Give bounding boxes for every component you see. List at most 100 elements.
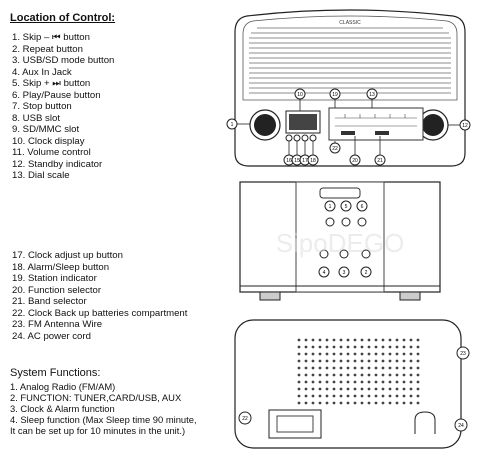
callout-front-12: 12 bbox=[462, 123, 468, 129]
speaker-hole bbox=[325, 338, 329, 342]
speaker-hole bbox=[353, 380, 357, 384]
speaker-hole bbox=[367, 352, 371, 356]
speaker-hole bbox=[318, 394, 322, 398]
callout-front-13: 13 bbox=[369, 92, 375, 98]
speaker-hole bbox=[353, 373, 357, 377]
speaker-hole bbox=[374, 345, 378, 349]
speaker-hole bbox=[367, 345, 371, 349]
speaker-holes bbox=[297, 338, 420, 405]
speaker-hole bbox=[367, 387, 371, 391]
speaker-hole bbox=[395, 359, 399, 363]
speaker-hole bbox=[346, 394, 350, 398]
control-item-11: 11. Volume control bbox=[12, 147, 91, 158]
control-item-13: 13. Dial scale bbox=[12, 170, 70, 181]
watermark: SipoDEGO bbox=[276, 228, 405, 258]
speaker-hole bbox=[297, 359, 301, 363]
controls-list-top: 1. Skip – ⏮ button 2. Repeat button 3. U… bbox=[12, 32, 114, 182]
speaker-hole bbox=[374, 380, 378, 384]
speaker-hole bbox=[339, 359, 343, 363]
speaker-hole bbox=[325, 345, 329, 349]
speaker-hole bbox=[346, 373, 350, 377]
speaker-hole bbox=[346, 352, 350, 356]
system-functions-list: 1. Analog Radio (FM/AM) 2. FUNCTION: TUN… bbox=[10, 381, 197, 436]
speaker-hole bbox=[325, 352, 329, 356]
speaker-hole bbox=[402, 338, 406, 342]
speaker-hole bbox=[346, 345, 350, 349]
speaker-hole bbox=[304, 345, 308, 349]
speaker-hole bbox=[388, 394, 392, 398]
control-item-19: 19. Station indicator bbox=[12, 273, 97, 284]
speaker-hole bbox=[353, 352, 357, 356]
callout-front-20: 20 bbox=[352, 158, 358, 164]
speaker-hole bbox=[353, 394, 357, 398]
speaker-hole bbox=[402, 359, 406, 363]
brand-label: CLASSIC bbox=[339, 20, 361, 26]
speaker-hole bbox=[339, 387, 343, 391]
location-of-control-heading: Location of Control: bbox=[10, 12, 116, 24]
speaker-hole bbox=[360, 345, 364, 349]
speaker-hole bbox=[304, 380, 308, 384]
function-item-4-cont: It can be set up for 10 minutes in the u… bbox=[10, 425, 186, 436]
speaker-hole bbox=[374, 366, 378, 370]
control-item-24: 24. AC power cord bbox=[12, 330, 91, 342]
callout-top-3: 3 bbox=[343, 270, 346, 276]
speaker-hole bbox=[381, 387, 385, 391]
speaker-hole bbox=[346, 387, 350, 391]
top-callout-labels: 1 5 6 4 3 2 bbox=[318, 200, 372, 278]
callout-top-5: 5 bbox=[345, 204, 348, 210]
speaker-hole bbox=[367, 338, 371, 342]
function-item-2: 2. FUNCTION: TUNER,CARD/USB, AUX bbox=[10, 392, 182, 403]
ac-cord bbox=[414, 411, 436, 434]
speaker-hole bbox=[304, 338, 308, 342]
speaker-hole bbox=[409, 338, 413, 342]
speaker-hole bbox=[409, 380, 413, 384]
speaker-hole bbox=[332, 345, 336, 349]
speaker-hole bbox=[304, 359, 308, 363]
radio-back-view: 22 23 24 bbox=[234, 319, 470, 449]
control-item-22: 22. Clock Back up batteries compartment bbox=[12, 307, 188, 319]
speaker-hole bbox=[367, 401, 371, 405]
callout-front-18: 18 bbox=[310, 158, 316, 164]
speaker-hole bbox=[332, 380, 336, 384]
back-callout-labels: 22 23 24 bbox=[238, 346, 470, 432]
callout-front-19: 19 bbox=[332, 92, 338, 98]
callout-top-4: 4 bbox=[323, 270, 326, 276]
speaker-hole bbox=[402, 366, 406, 370]
dial-ticks bbox=[335, 114, 417, 127]
speaker-hole bbox=[388, 338, 392, 342]
speaker-hole bbox=[318, 401, 322, 405]
control-item-10: 10. Clock display bbox=[12, 135, 85, 147]
front-callout-labels: 1 10 19 12 13 16 15 17 18 20 21 22 bbox=[226, 88, 471, 166]
tuning-knob-center bbox=[422, 114, 444, 136]
speaker-hole bbox=[318, 352, 322, 356]
speaker-hole bbox=[297, 338, 301, 342]
speaker-hole bbox=[304, 387, 308, 391]
speaker-hole bbox=[409, 387, 413, 391]
speaker-hole bbox=[311, 394, 315, 398]
speaker-hole bbox=[402, 394, 406, 398]
speaker-hole bbox=[388, 401, 392, 405]
control-item-8: 8. USB slot bbox=[12, 112, 60, 124]
speaker-hole bbox=[346, 366, 350, 370]
speaker-hole bbox=[325, 387, 329, 391]
speaker-hole bbox=[325, 401, 329, 405]
speaker-grille bbox=[249, 27, 451, 94]
volume-knob-center bbox=[254, 114, 276, 136]
callout-front-15: 15 bbox=[294, 158, 300, 164]
speaker-hole bbox=[311, 366, 315, 370]
control-item-7: 7. Stop button bbox=[12, 101, 72, 112]
speaker-hole bbox=[332, 394, 336, 398]
speaker-hole bbox=[297, 394, 301, 398]
control-item-4: 4. Aux In Jack bbox=[12, 66, 72, 78]
speaker-hole bbox=[318, 387, 322, 391]
speaker-hole bbox=[409, 394, 413, 398]
speaker-hole bbox=[297, 345, 301, 349]
speaker-hole bbox=[395, 401, 399, 405]
control-item-12: 12. Standby indicator bbox=[12, 158, 103, 170]
speaker-hole bbox=[332, 338, 336, 342]
control-item-17: 17. Clock adjust up button bbox=[12, 250, 123, 261]
speaker-hole bbox=[311, 359, 315, 363]
speaker-hole bbox=[297, 352, 301, 356]
control-item-5: 5. Skip + ⏭ button bbox=[12, 78, 91, 89]
speaker-hole bbox=[318, 366, 322, 370]
